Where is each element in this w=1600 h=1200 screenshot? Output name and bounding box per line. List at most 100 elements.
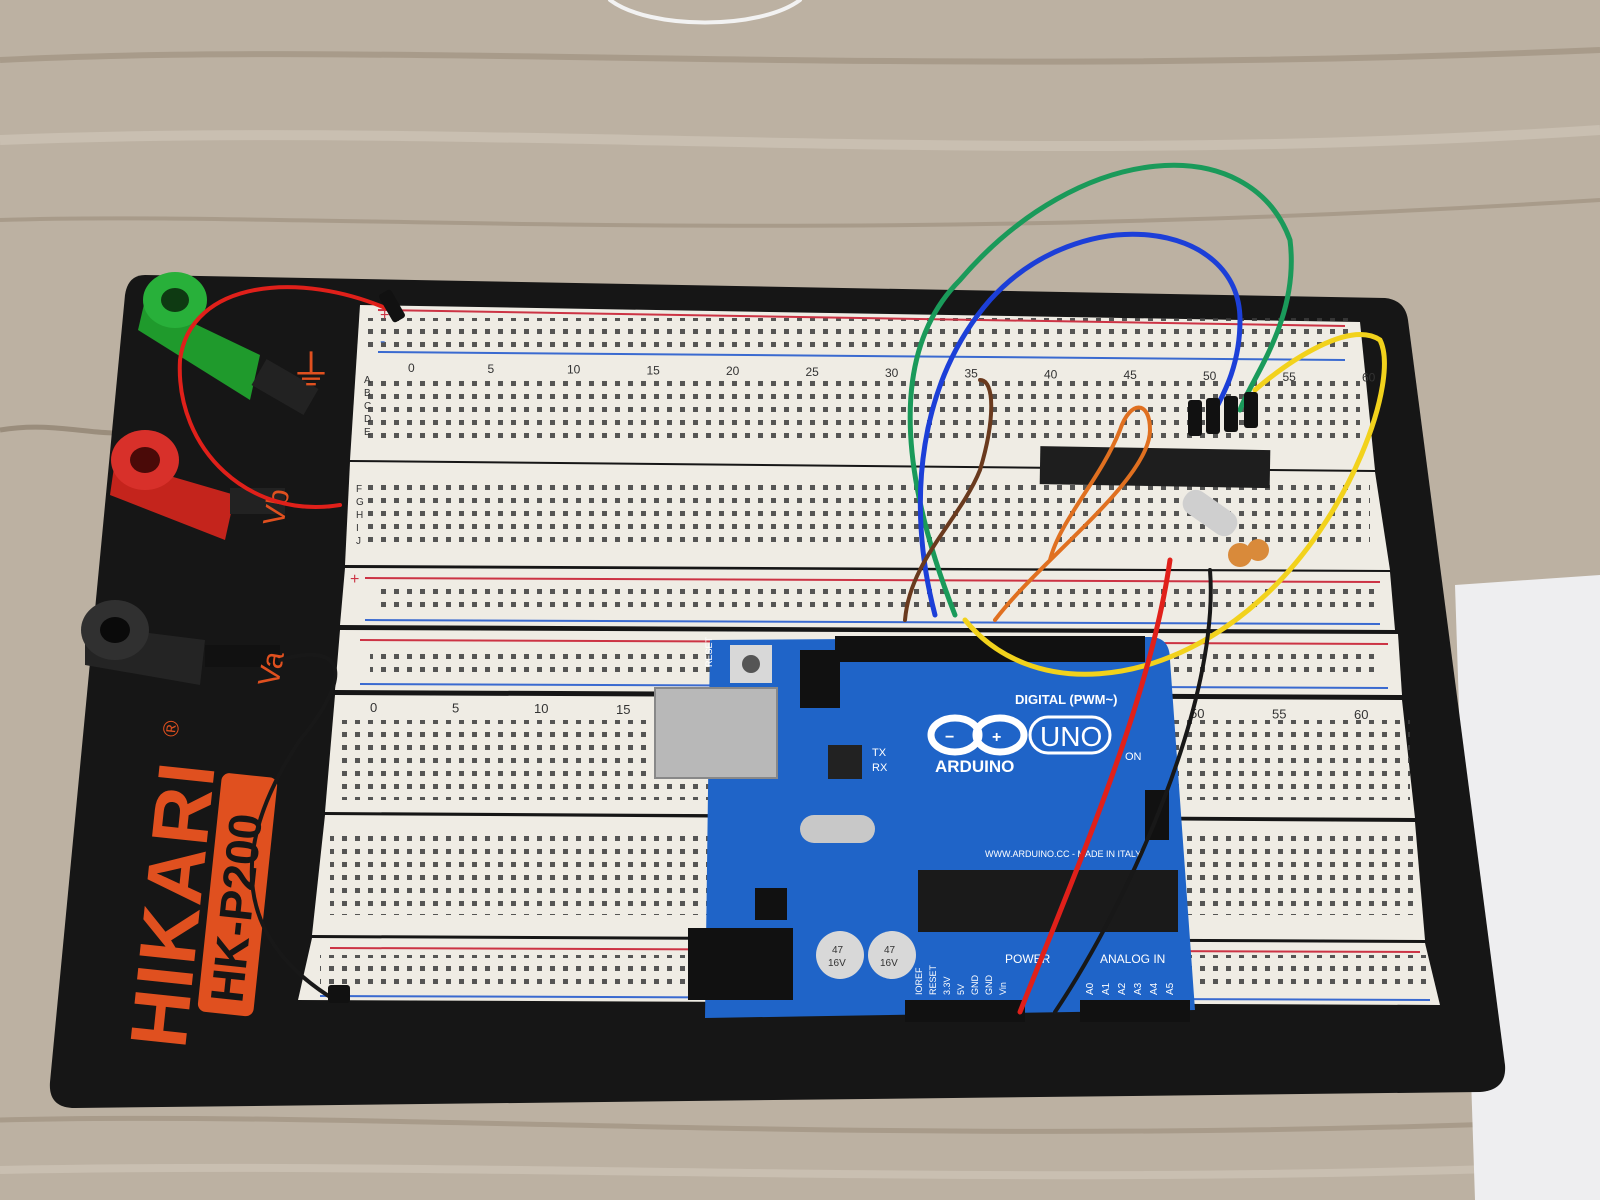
va-label: Va	[252, 649, 291, 689]
wire-red-arduino	[1017, 557, 1173, 1015]
uno-badge	[1028, 715, 1112, 755]
arduino-uno-board: RESET DIGITAL (PWM~) − + UNO ARDUINO TX …	[654, 636, 1195, 1022]
digital-header[interactable]	[835, 636, 1145, 662]
wire-brown	[903, 378, 994, 622]
wire-black-terminal	[249, 652, 338, 1002]
power-pin-label: GND	[970, 975, 980, 996]
column-number: 15	[616, 702, 630, 717]
usb-controller-chip	[828, 745, 862, 779]
column-number: 10	[567, 363, 581, 377]
ceramic-capacitor-1	[1228, 543, 1252, 567]
rail-plus-mid: +	[350, 571, 359, 588]
column-number: 45	[1124, 368, 1138, 382]
dc-power-jack[interactable]	[688, 928, 793, 1000]
wire-green	[907, 162, 1294, 618]
row-letter: E	[364, 427, 371, 438]
power-pin-label: RESET	[928, 964, 938, 995]
analog-pin-label: A0	[1085, 982, 1096, 995]
analog-pin-labels: A0 A1 A2 A3 A4 A5	[1085, 982, 1176, 995]
row-letter: G	[356, 497, 364, 508]
voltage-regulator	[755, 888, 787, 920]
wire-blue	[917, 231, 1243, 618]
wire-yellow	[962, 332, 1387, 677]
analog-pin-label: A4	[1149, 982, 1160, 995]
row-letter: F	[356, 484, 362, 495]
column-number: 20	[726, 364, 740, 378]
power-pin-labels: IOREF RESET 3.3V 5V GND GND Vin	[914, 964, 1008, 995]
url-text: WWW.ARDUINO.CC - MADE IN ITALY	[985, 849, 1141, 859]
icsp-header[interactable]	[800, 650, 840, 708]
wire-orange	[993, 405, 1153, 622]
reset-label: RESET	[704, 636, 714, 667]
board-crystal	[800, 815, 875, 843]
svg-text:−: −	[945, 729, 954, 746]
svg-text:16V: 16V	[880, 958, 898, 969]
column-number: 40	[1044, 367, 1058, 381]
column-number: 10	[534, 701, 548, 716]
column-number: 60	[1362, 371, 1376, 385]
power-pin-label: 5V	[956, 984, 966, 995]
column-number: 50	[1203, 369, 1217, 383]
analog-label: ANALOG IN	[1100, 952, 1165, 966]
svg-text:16V: 16V	[828, 958, 846, 969]
ground-symbol: ⏚	[290, 347, 332, 394]
column-number: 0	[408, 361, 415, 375]
column-number: 55	[1283, 370, 1297, 384]
svg-text:47: 47	[832, 945, 844, 956]
column-number: 55	[1272, 707, 1286, 722]
ceramic-capacitor-2	[1247, 539, 1269, 561]
wire-red-terminal	[177, 285, 392, 509]
on-label: ON	[1125, 751, 1142, 763]
terminal-black[interactable]	[81, 600, 280, 685]
power-header[interactable]	[905, 1000, 1025, 1022]
analog-pin-label: A1	[1101, 982, 1112, 995]
rx-label: RX	[872, 762, 888, 774]
atmega-chip	[1039, 446, 1271, 489]
row-letter: A	[364, 375, 371, 386]
wire-white-top	[608, 0, 802, 25]
row-letter: I	[356, 523, 359, 534]
power-pin-label: IOREF	[914, 967, 924, 995]
crystal-oscillator	[1182, 489, 1238, 537]
row-letter: D	[364, 414, 371, 425]
digital-label: DIGITAL (PWM~)	[1015, 692, 1117, 707]
column-number: 15	[647, 363, 661, 377]
wire-pin-ends	[328, 289, 1258, 1003]
rail-minus-top: -	[380, 333, 385, 350]
terminal-green[interactable]	[138, 272, 319, 415]
uno-text: UNO	[1040, 721, 1102, 752]
analog-pin-label: A2	[1117, 982, 1128, 995]
column-number: 35	[965, 367, 979, 381]
row-letter: B	[364, 388, 371, 399]
column-number: 5	[488, 362, 495, 376]
electrolytic-capacitor-1: 47 16V	[816, 931, 864, 979]
column-number: 25	[806, 365, 820, 379]
column-number: 60	[1354, 707, 1368, 722]
top-column-numbers: 0 5 10 15 20 25 30 35 40 45 50 55 60	[408, 361, 1376, 385]
column-number: 30	[885, 366, 899, 380]
usb-connector[interactable]	[654, 687, 778, 779]
jumper-wires	[177, 0, 1387, 1015]
terminal-red[interactable]	[110, 430, 285, 540]
vb-label: Vb	[257, 486, 296, 528]
atmega328-chip	[918, 870, 1178, 932]
power-pin-label: 3.3V	[942, 976, 952, 995]
arduino-logo: − +	[927, 714, 1028, 756]
power-pin-label: GND	[984, 975, 994, 996]
analog-pin-label: A5	[1165, 982, 1176, 995]
analog-header[interactable]	[1080, 1000, 1190, 1022]
analog-pin-label: A3	[1133, 982, 1144, 995]
column-number: 5	[452, 701, 459, 716]
registered-mark: ®	[158, 719, 185, 738]
power-pin-label: Vin	[998, 982, 1008, 995]
svg-text:+: +	[992, 729, 1001, 746]
svg-text:47: 47	[884, 945, 896, 956]
electrolytic-capacitor-2: 47 16V	[868, 931, 916, 979]
row-letter: H	[356, 510, 363, 521]
rail-plus-top: +	[380, 307, 389, 324]
wire-black-arduino	[1053, 568, 1213, 1014]
arduino-text: ARDUINO	[935, 757, 1014, 776]
column-number: 0	[370, 700, 377, 715]
